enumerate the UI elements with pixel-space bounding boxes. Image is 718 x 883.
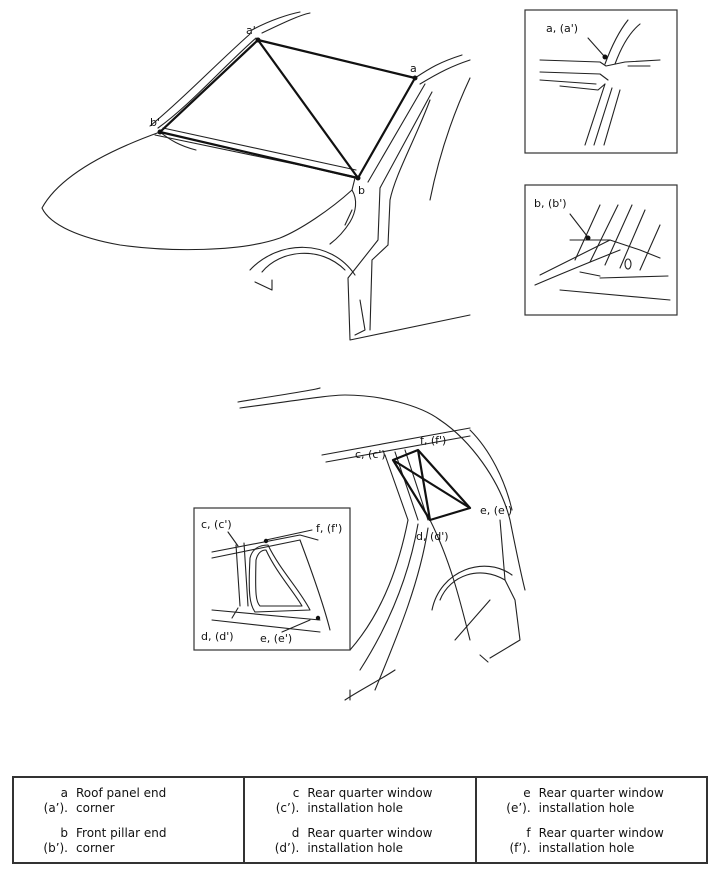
legend-entry-a: a (a’). Roof panel end corner xyxy=(14,778,243,822)
legend-text-e: Rear quarter window installation hole xyxy=(538,786,664,815)
legend-entry-c: c (c’). Rear quarter window installation… xyxy=(245,778,474,822)
legend-entry-f: f (f’). Rear quarter window installation… xyxy=(477,822,706,862)
windshield-diagonals xyxy=(157,37,418,181)
legend-text-d: Rear quarter window installation hole xyxy=(307,826,433,855)
legend-column-1: a (a’). Roof panel end corner b (b’). Fr… xyxy=(11,776,246,864)
inset-label-f: f, (f') xyxy=(316,522,342,535)
label-f: f, (f') xyxy=(420,434,446,447)
legend-table: a (a’). Roof panel end corner b (b’). Fr… xyxy=(11,776,709,864)
label-e: e, (e') xyxy=(480,504,512,517)
inset-label-c: c, (c') xyxy=(201,518,232,531)
legend-entry-e: e (e’). Rear quarter window installation… xyxy=(477,778,706,822)
legend-column-3: e (e’). Rear quarter window installation… xyxy=(474,776,709,864)
legend-text-f: Rear quarter window installation hole xyxy=(538,826,664,855)
legend-entry-d: d (d’). Rear quarter window installation… xyxy=(245,822,474,862)
legend-key-f: f (f’). xyxy=(509,826,531,855)
legend-text-a: Roof panel end corner xyxy=(76,786,167,815)
legend-key-b: b (b’). xyxy=(43,826,68,855)
front-body-drawing xyxy=(41,11,471,341)
inset-roof-corner xyxy=(524,9,678,154)
inset-pillar-corner xyxy=(524,184,678,316)
inset-label-b: b, (b') xyxy=(534,197,567,210)
rear-body-drawing xyxy=(237,387,526,701)
legend-text-c: Rear quarter window installation hole xyxy=(307,786,433,815)
legend-column-2: c (c’). Rear quarter window installation… xyxy=(243,776,477,864)
legend-key-d: d (d’). xyxy=(274,826,300,855)
label-b-prime: b' xyxy=(150,116,160,129)
legend-entry-b: b (b’). Front pillar end corner xyxy=(14,822,243,862)
inset-label-a: a, (a') xyxy=(546,22,578,35)
label-a-prime: a' xyxy=(246,24,256,37)
legend-key-e: e (e’). xyxy=(506,786,531,815)
legend-key-c: c (c’). xyxy=(275,786,300,815)
label-c: c, (c') xyxy=(355,448,386,461)
label-b: b xyxy=(358,184,365,197)
windshield-measurement-diagram: a' a b' b a, (a') b, (b') xyxy=(41,9,678,701)
legend-text-b: Front pillar end corner xyxy=(76,826,167,855)
legend-key-a: a (a’). xyxy=(43,786,68,815)
inset-quarter-window xyxy=(193,507,351,651)
quarter-window-diagonals xyxy=(391,448,472,522)
inset-label-d: d, (d') xyxy=(201,630,234,643)
label-d: d, (d') xyxy=(416,530,449,543)
inset-label-e: e, (e') xyxy=(260,632,292,645)
label-a: a xyxy=(410,62,417,75)
